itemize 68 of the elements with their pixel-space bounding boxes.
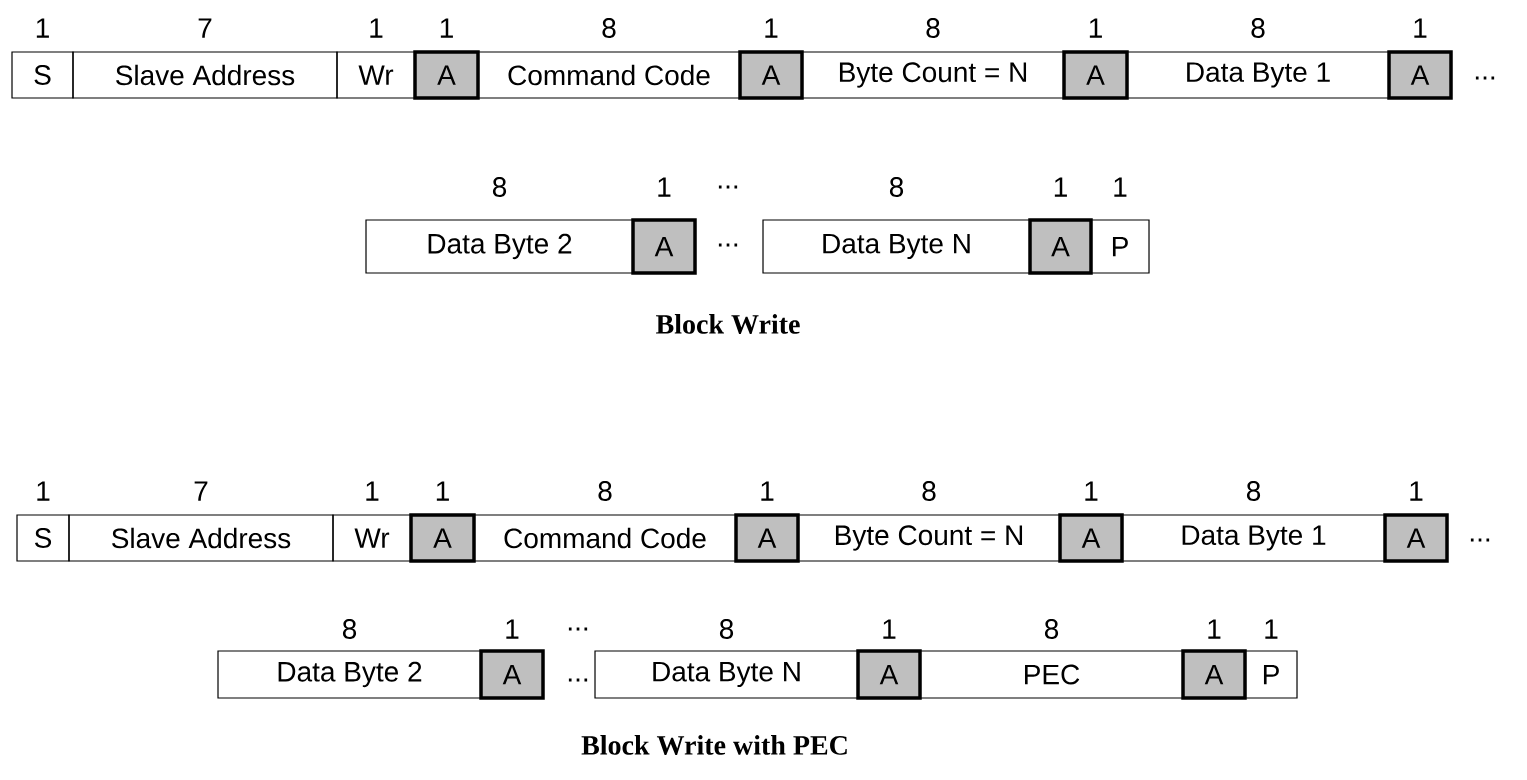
bit-count: 8 bbox=[1044, 619, 1059, 639]
bit-count: 1 bbox=[37, 481, 50, 501]
ack-field: A bbox=[479, 649, 545, 700]
frame-field: Data Byte N bbox=[594, 650, 859, 699]
frame-field: Data Byte 1 bbox=[1126, 51, 1390, 99]
bit-count: 1 bbox=[1410, 481, 1423, 501]
ack-field: A bbox=[1181, 649, 1247, 700]
bit-count: 8 bbox=[598, 481, 612, 501]
bit-count: 8 bbox=[342, 619, 357, 639]
caption: Block Write bbox=[656, 314, 800, 334]
bit-count: 1 bbox=[506, 619, 519, 639]
frame-field: Data Byte 2 bbox=[217, 650, 482, 699]
bit-count: 1 bbox=[366, 481, 379, 501]
ellipsis: ... bbox=[718, 185, 738, 189]
ack-field: A bbox=[631, 218, 697, 275]
ack-field: A bbox=[1383, 513, 1449, 563]
frame-field: Slave Address bbox=[68, 514, 334, 562]
frame-field: P bbox=[1090, 219, 1150, 274]
ack-field: A bbox=[413, 50, 480, 100]
ack-field: A bbox=[856, 649, 922, 700]
bit-count: 1 bbox=[370, 18, 383, 38]
frame-field: Byte Count = N bbox=[801, 51, 1065, 99]
ack-field: A bbox=[1028, 218, 1093, 275]
bit-count: 1 bbox=[1085, 481, 1098, 501]
frame-field: Byte Count = N bbox=[797, 514, 1061, 562]
ack-field: A bbox=[409, 513, 476, 563]
frame-field: Data Byte 1 bbox=[1121, 514, 1386, 562]
bit-count: 1 bbox=[761, 481, 774, 501]
ellipsis: ... bbox=[568, 678, 588, 682]
bit-count: 1 bbox=[1114, 177, 1127, 197]
bit-count: 8 bbox=[922, 481, 936, 501]
bit-count: 8 bbox=[492, 177, 507, 197]
ack-field: A bbox=[738, 50, 804, 100]
bit-count: 1 bbox=[883, 619, 896, 639]
bit-count: 8 bbox=[889, 177, 904, 197]
bit-count: 1 bbox=[1208, 619, 1221, 639]
ack-field: A bbox=[1062, 50, 1129, 100]
bit-count: 7 bbox=[198, 18, 212, 38]
ack-field: A bbox=[1058, 513, 1124, 563]
bit-count: 7 bbox=[194, 481, 208, 501]
caption: Block Write with PEC bbox=[581, 735, 847, 755]
bit-count: 8 bbox=[1251, 18, 1265, 38]
ack-field: A bbox=[1387, 50, 1453, 100]
bit-count: 1 bbox=[440, 18, 453, 38]
bit-count: 1 bbox=[1265, 619, 1278, 639]
bit-count: 8 bbox=[602, 18, 616, 38]
frame-field: Data Byte N bbox=[762, 219, 1031, 274]
frame-field: S bbox=[11, 51, 74, 99]
frame-field: P bbox=[1244, 650, 1298, 699]
bit-count: 1 bbox=[436, 481, 449, 501]
ack-field: A bbox=[734, 513, 800, 563]
frame-field: Command Code bbox=[477, 51, 741, 99]
frame-field: Slave Address bbox=[72, 51, 338, 99]
frame-field: S bbox=[16, 514, 70, 562]
bit-count: 1 bbox=[1054, 177, 1067, 197]
bit-count: 1 bbox=[36, 18, 49, 38]
ellipsis: ... bbox=[718, 243, 738, 247]
bit-count: 8 bbox=[719, 619, 734, 639]
ellipsis: ... bbox=[568, 627, 588, 631]
frame-field: Command Code bbox=[473, 514, 737, 562]
frame-field: Data Byte 2 bbox=[365, 219, 634, 274]
bit-count: 1 bbox=[658, 177, 671, 197]
bit-count: 8 bbox=[926, 18, 940, 38]
bit-count: 1 bbox=[765, 18, 778, 38]
bit-count: 1 bbox=[1089, 18, 1102, 38]
bit-count: 8 bbox=[1246, 481, 1261, 501]
frame-field: PEC bbox=[919, 650, 1184, 699]
bit-count: 1 bbox=[1414, 18, 1427, 38]
